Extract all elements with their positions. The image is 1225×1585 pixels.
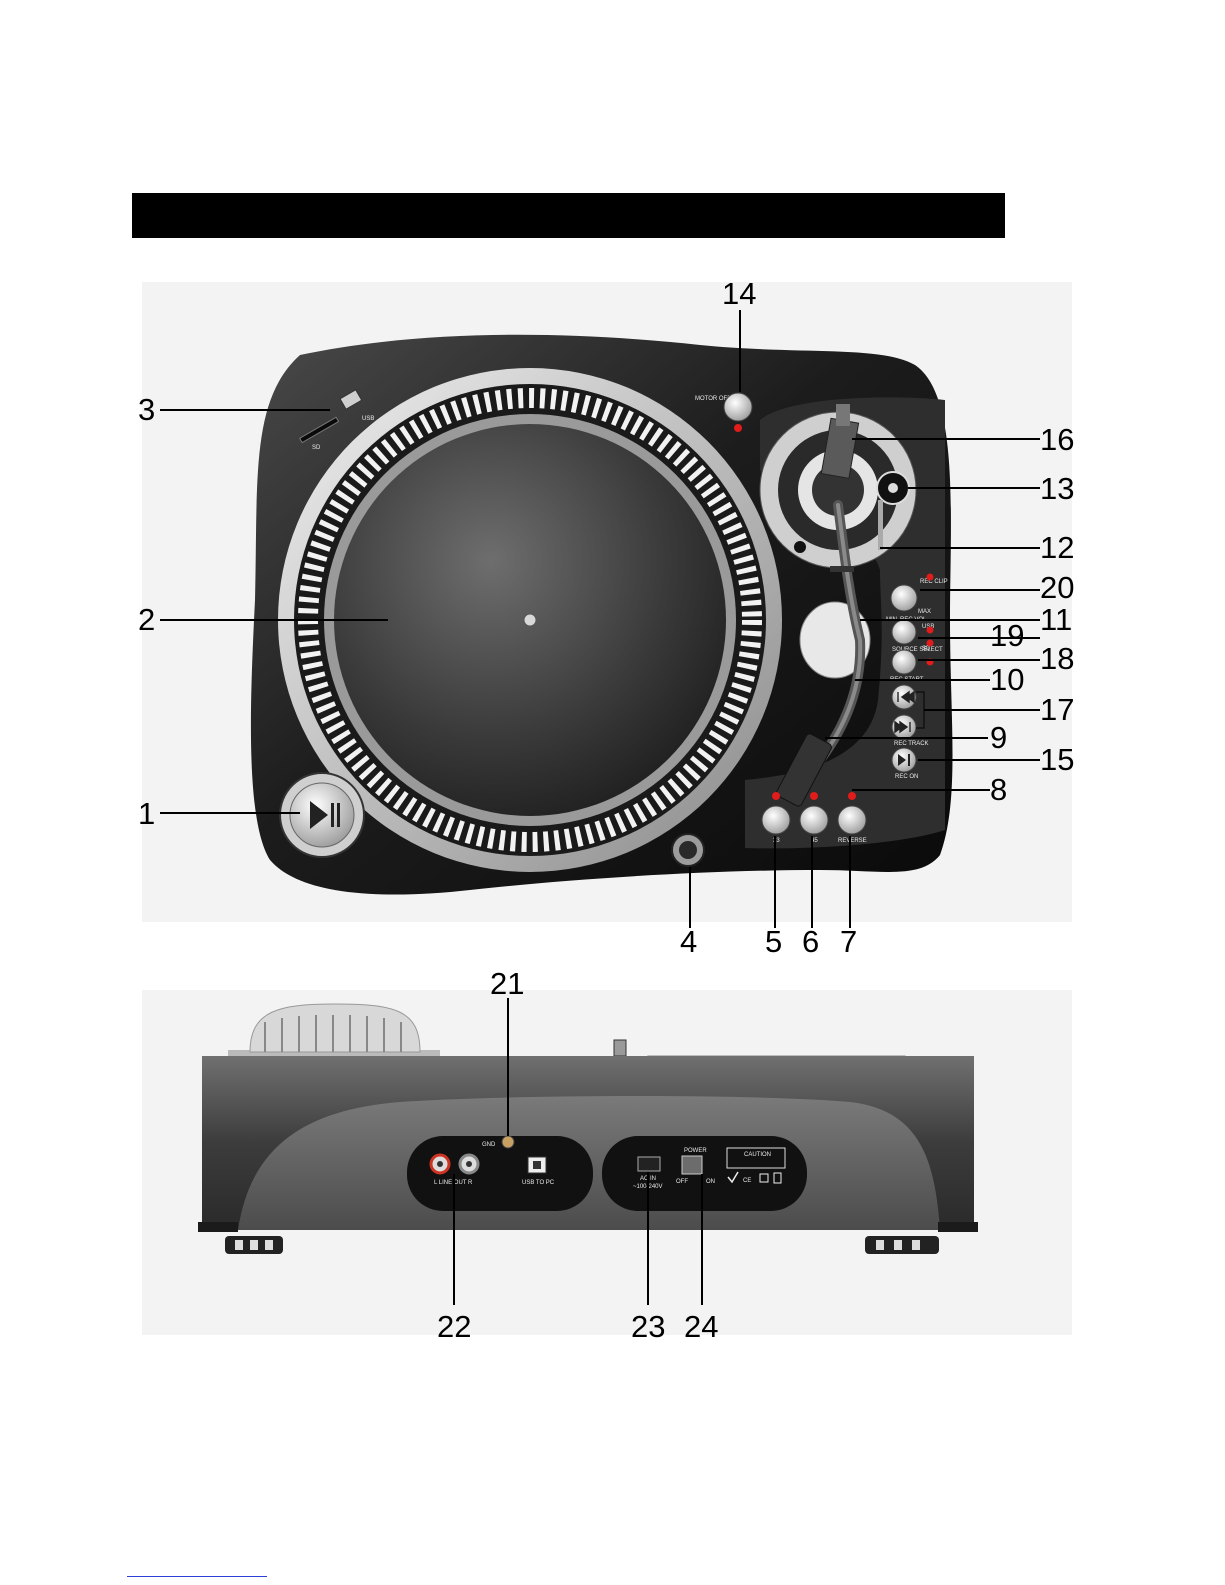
rec-on-label: REC ON xyxy=(895,774,918,780)
callout-2: 2 xyxy=(138,602,155,637)
power-switch[interactable] xyxy=(682,1156,702,1174)
callout-7: 7 xyxy=(840,924,857,959)
rear-io-panel xyxy=(407,1136,593,1211)
callout-24: 24 xyxy=(684,1309,718,1344)
power-label: POWER xyxy=(684,1148,707,1154)
callout-22: 22 xyxy=(437,1309,471,1344)
rec-start-button[interactable] xyxy=(892,650,916,674)
callout-19: 19 xyxy=(990,618,1024,653)
rec-volume-knob[interactable] xyxy=(891,585,917,611)
rec-clip-label: REC CLIP xyxy=(920,579,948,585)
callout-14: 14 xyxy=(722,276,756,311)
callout-8: 8 xyxy=(990,772,1007,807)
source-select-button[interactable] xyxy=(892,620,916,644)
speed-33-button[interactable] xyxy=(762,806,790,834)
right-foot xyxy=(865,1236,939,1254)
footer-link-underline[interactable] xyxy=(127,1576,267,1577)
headshell-rest xyxy=(836,404,850,426)
rear-platter-edge xyxy=(250,1004,420,1052)
callout-15: 15 xyxy=(1040,742,1074,777)
arm-clip xyxy=(830,566,854,572)
callout-20: 20 xyxy=(1040,570,1074,605)
speed-45-button[interactable] xyxy=(800,806,828,834)
turntable-top-view: SD USB MOTOR OFF xyxy=(251,335,953,895)
callout-23: 23 xyxy=(631,1309,665,1344)
motor-off-button[interactable] xyxy=(724,393,752,421)
power-on-label: ON xyxy=(706,1179,715,1185)
left-foot xyxy=(225,1236,283,1254)
ce-mark: CE xyxy=(743,1178,751,1184)
callout-3: 3 xyxy=(138,392,155,427)
reverse-label: REVERSE xyxy=(838,838,867,844)
usb-label: USB xyxy=(362,416,374,422)
callout-4: 4 xyxy=(680,924,697,959)
gnd-terminal[interactable] xyxy=(502,1136,514,1148)
caution-label: CAUTION xyxy=(744,1152,771,1158)
track-forward-button[interactable] xyxy=(892,715,916,739)
rear-base-right xyxy=(938,1222,978,1232)
spindle xyxy=(524,614,536,626)
gnd-label: GND xyxy=(482,1142,496,1148)
callout-18: 18 xyxy=(1040,641,1074,676)
sd-led xyxy=(927,640,934,647)
motor-off-led xyxy=(734,424,742,432)
callout-1: 1 xyxy=(138,796,155,831)
rec-clip-led xyxy=(927,574,934,581)
reverse-button[interactable] xyxy=(838,806,866,834)
callout-5: 5 xyxy=(765,924,782,959)
usb-to-pc-label: USB TO PC xyxy=(522,1180,555,1186)
rec-play-button[interactable] xyxy=(892,748,916,772)
callout-21: 21 xyxy=(490,966,524,1001)
cue-lever[interactable] xyxy=(878,500,883,550)
power-off-label: OFF xyxy=(676,1179,688,1185)
pitch-knob[interactable] xyxy=(672,834,704,866)
ac-in-socket[interactable] xyxy=(638,1157,660,1171)
callout-13: 13 xyxy=(1040,471,1074,506)
rear-base-left xyxy=(198,1222,238,1232)
track-back-button[interactable] xyxy=(892,685,916,709)
led-reverse xyxy=(848,792,856,800)
callout-10: 10 xyxy=(990,662,1024,697)
callout-6: 6 xyxy=(802,924,819,959)
callout-16: 16 xyxy=(1040,422,1074,457)
max-label: MAX xyxy=(918,609,931,615)
callout-17: 17 xyxy=(1040,692,1074,727)
led-45 xyxy=(810,792,818,800)
cue-lever-base xyxy=(793,540,807,554)
callout-12: 12 xyxy=(1040,530,1074,565)
callout-9: 9 xyxy=(990,720,1007,755)
usb-led xyxy=(927,627,934,634)
led-33 xyxy=(772,792,780,800)
play-pause-button[interactable] xyxy=(280,773,364,857)
sd-label: SD xyxy=(312,445,321,451)
callout-11: 11 xyxy=(1040,602,1072,637)
rear-spindle xyxy=(614,1040,626,1056)
rec-track-label: REC TRACK xyxy=(894,741,929,747)
